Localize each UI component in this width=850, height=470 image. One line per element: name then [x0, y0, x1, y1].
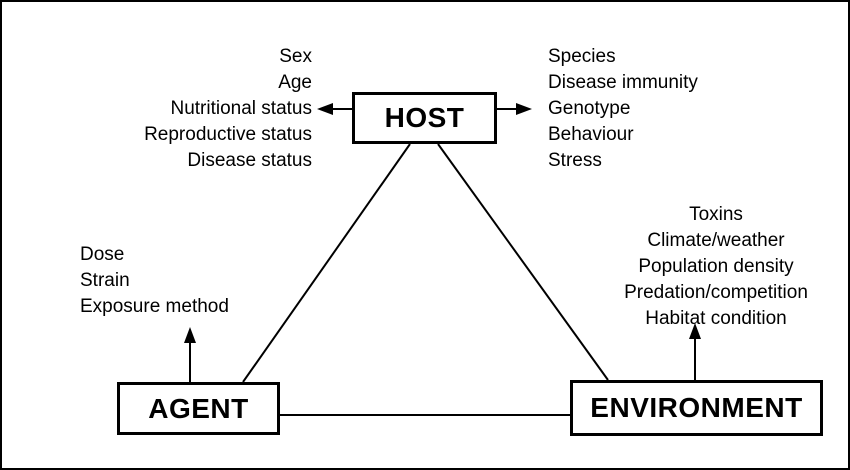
arrow-up-agent-icon — [184, 327, 196, 382]
list-item: Nutritional status — [170, 98, 312, 119]
node-host-label: HOST — [384, 102, 465, 133]
list-item: Sex — [279, 46, 312, 67]
node-host: HOST — [352, 92, 497, 144]
list-item: Species — [548, 46, 616, 67]
environment-factor-list: Toxins Climate/weather Population densit… — [600, 202, 832, 332]
list-item: Disease status — [187, 150, 312, 171]
list-item: Disease immunity — [548, 72, 698, 93]
list-item: Strain — [80, 270, 130, 291]
edge-host-agent — [242, 143, 411, 383]
host-left-factor-list: Sex Age Nutritional status Reproductive … — [144, 44, 312, 174]
host-right-factor-list: Species Disease immunity Genotype Behavi… — [548, 44, 698, 174]
arrow-up-environment-icon — [689, 323, 701, 380]
list-item: Dose — [80, 244, 125, 265]
list-item: Age — [278, 72, 312, 93]
list-item: Stress — [548, 150, 602, 171]
list-item: Population density — [638, 256, 794, 277]
node-environment: ENVIRONMENT — [570, 380, 823, 436]
edge-host-environment — [437, 143, 609, 381]
list-item: Genotype — [548, 98, 631, 119]
arrow-left-icon — [317, 103, 352, 115]
list-item: Toxins — [689, 204, 743, 225]
list-item: Predation/competition — [624, 282, 808, 303]
list-item: Exposure method — [80, 296, 229, 317]
list-item: Reproductive status — [144, 124, 312, 145]
node-agent-label: AGENT — [148, 392, 249, 424]
agent-factor-list: Dose Strain Exposure method — [80, 242, 229, 320]
node-agent: AGENT — [117, 382, 280, 435]
arrow-right-icon — [497, 103, 532, 115]
list-item: Habitat condition — [645, 308, 787, 329]
list-item: Climate/weather — [647, 230, 785, 251]
list-item: Behaviour — [548, 124, 634, 145]
node-environment-label: ENVIRONMENT — [590, 392, 803, 423]
